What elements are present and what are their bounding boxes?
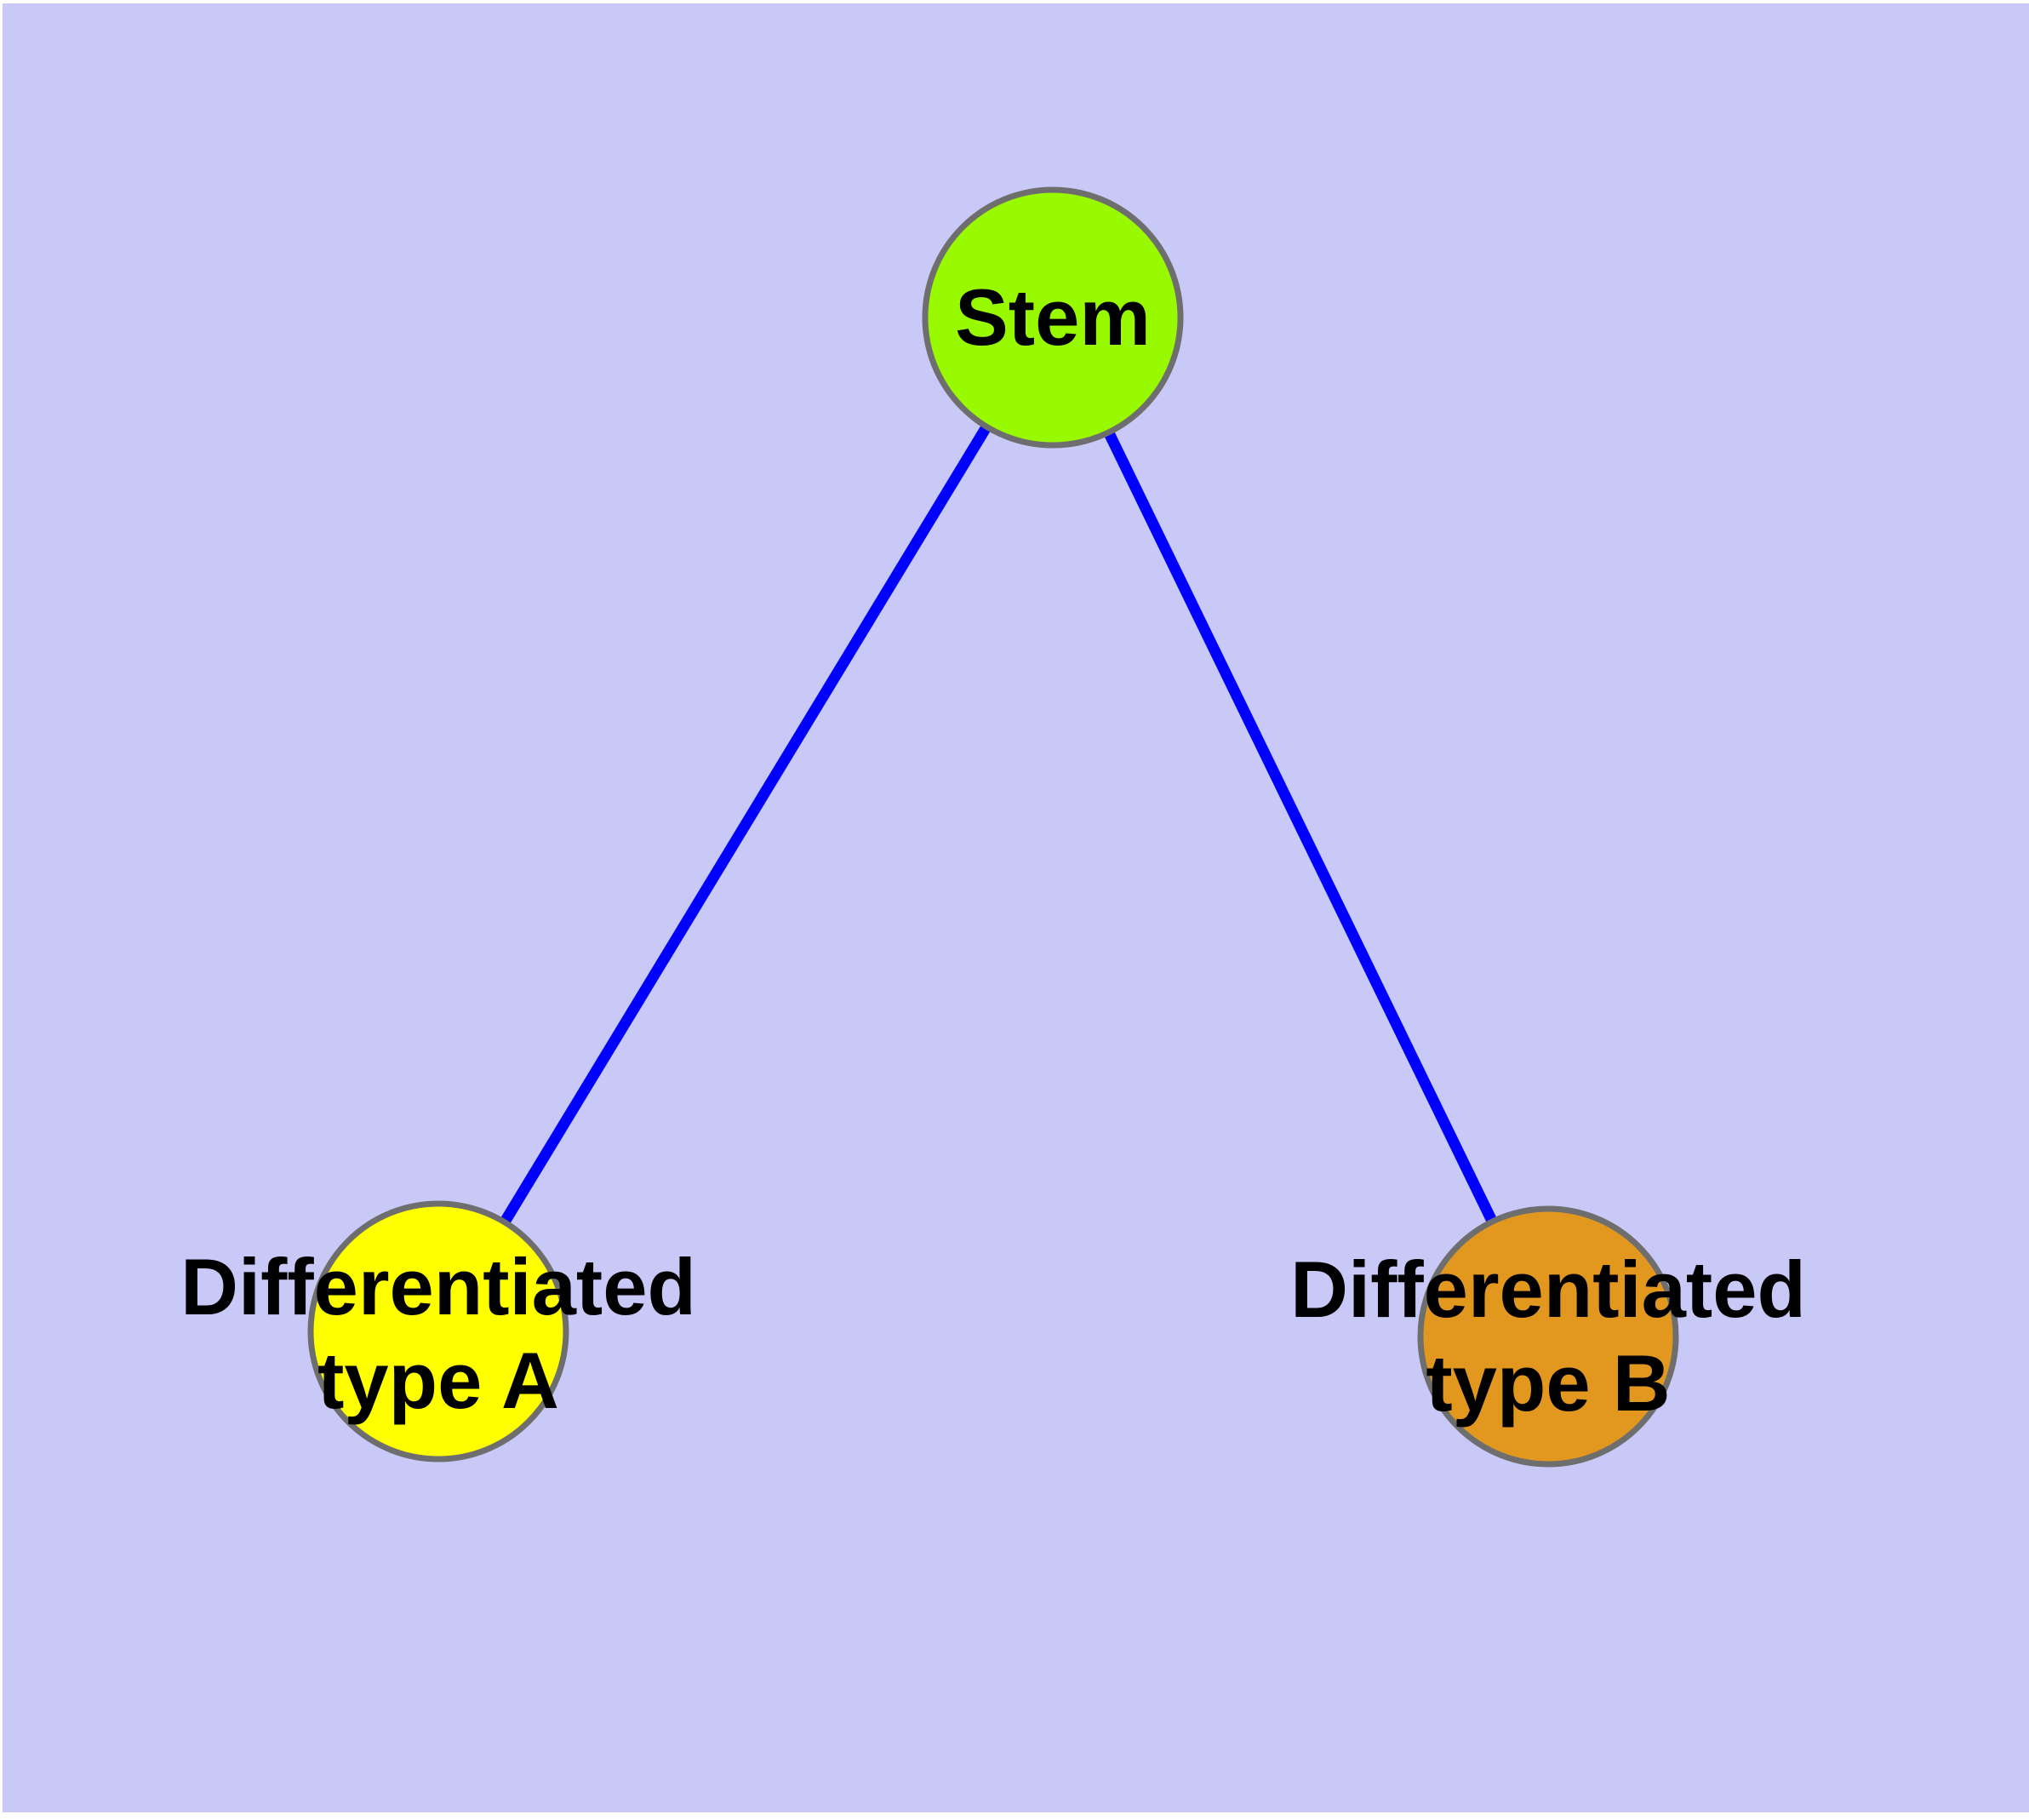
edge-stem-to-type-b — [1048, 315, 1553, 1339]
node-type-b-circle — [1417, 1205, 1679, 1468]
node-type-a-circle — [307, 1200, 569, 1462]
edge-stem-to-type-a — [433, 314, 1058, 1335]
node-stem-circle — [922, 186, 1184, 449]
